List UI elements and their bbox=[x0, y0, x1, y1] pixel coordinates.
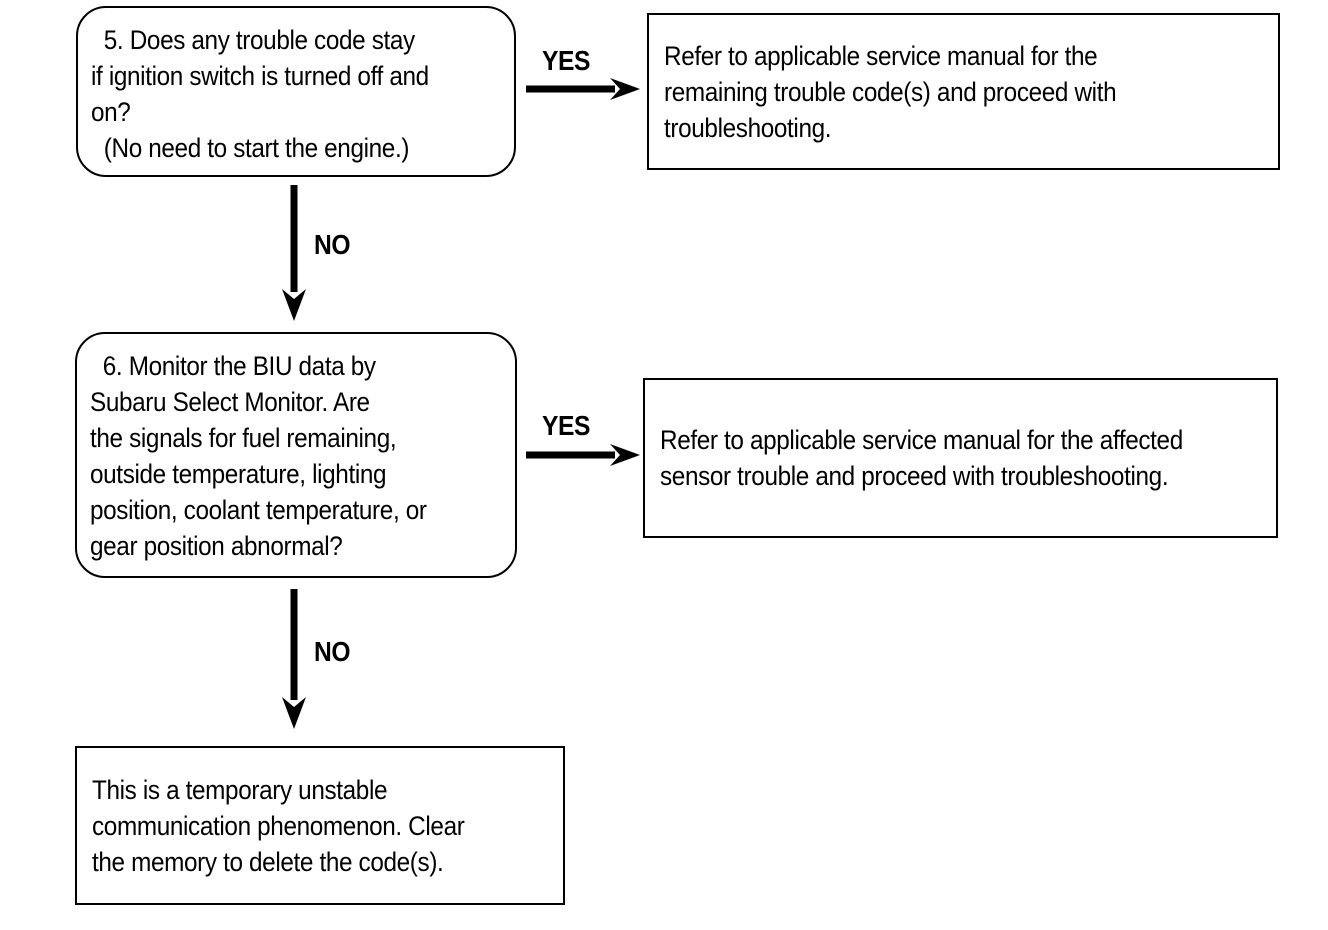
node-step5-question-text: 5. Does any trouble code stay if ignitio… bbox=[91, 25, 429, 163]
no1-arrow-down-icon bbox=[280, 185, 308, 321]
node-refer-sensor-action: Refer to applicable service manual for t… bbox=[643, 378, 1278, 538]
no2-arrow-down-icon bbox=[280, 589, 308, 729]
node-temporary-phenomenon-action: This is a temporary unstable communicati… bbox=[75, 746, 565, 905]
node-refer-sensor-action-text: Refer to applicable service manual for t… bbox=[660, 425, 1183, 491]
node-step6-question: 6. Monitor the BIU data by Subaru Select… bbox=[75, 332, 517, 578]
node-step5-question: 5. Does any trouble code stay if ignitio… bbox=[76, 6, 516, 177]
connector-yes1-label: YES bbox=[542, 45, 590, 76]
connector-no2-label: NO bbox=[314, 636, 351, 667]
node-step6-question-text: 6. Monitor the BIU data by Subaru Select… bbox=[90, 351, 427, 561]
yes2-arrow-right-icon bbox=[526, 443, 640, 467]
connector-yes2-label: YES bbox=[542, 410, 590, 441]
node-refer-remaining-action: Refer to applicable service manual for t… bbox=[647, 13, 1280, 170]
yes1-arrow-right-icon bbox=[526, 77, 640, 101]
node-temporary-phenomenon-action-text: This is a temporary unstable communicati… bbox=[92, 774, 465, 877]
node-refer-remaining-action-text: Refer to applicable service manual for t… bbox=[664, 40, 1117, 143]
connector-no1-label: NO bbox=[314, 229, 351, 260]
